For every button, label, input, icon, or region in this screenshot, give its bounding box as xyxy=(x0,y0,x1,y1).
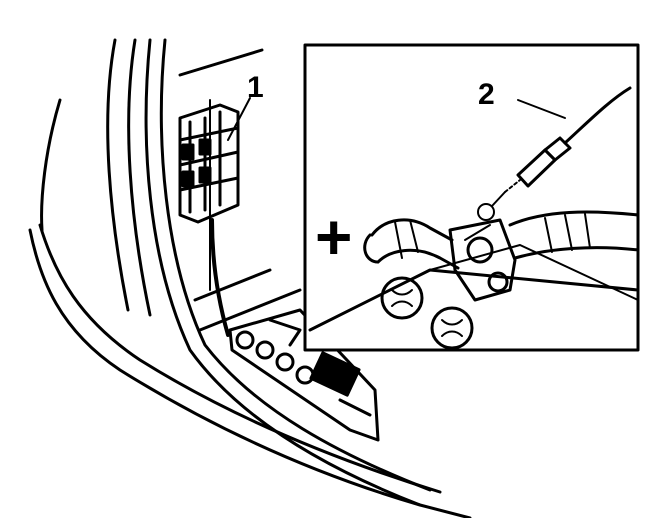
vehicle-body xyxy=(28,38,472,518)
battery-assembly xyxy=(228,308,380,442)
callout-label-1: 1 xyxy=(247,71,264,104)
callout-label-2: 2 xyxy=(478,78,495,111)
detail-inset xyxy=(303,43,640,352)
control-module xyxy=(178,97,251,337)
positive-terminal-symbol: + xyxy=(315,201,353,273)
